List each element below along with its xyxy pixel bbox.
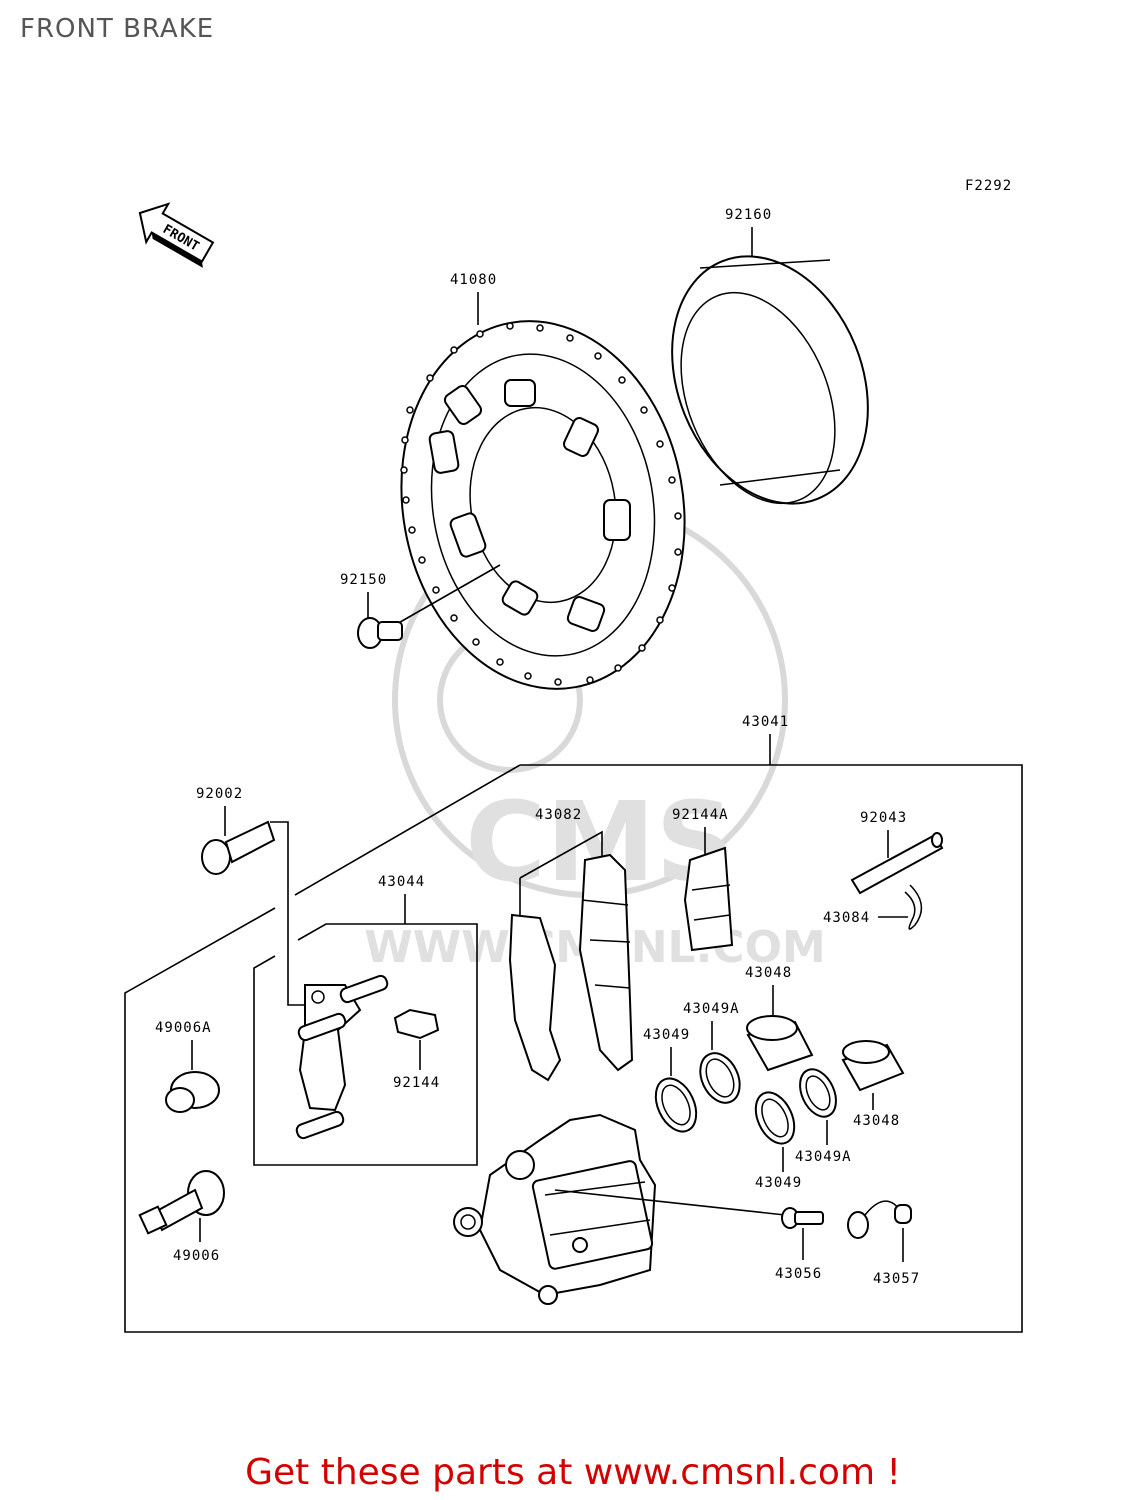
label-43048-bottom: 43048: [853, 1113, 900, 1129]
front-direction-arrow: FRONT: [138, 202, 215, 268]
brake-pads-43082: [508, 853, 634, 1082]
pin-clip-43084: [904, 884, 923, 930]
page-title: FRONT BRAKE: [20, 14, 215, 44]
label-43082: 43082: [535, 807, 582, 823]
label-43049A-top: 43049A: [683, 1001, 740, 1017]
piston-43048-upper: [746, 1015, 814, 1072]
label-43044: 43044: [378, 874, 425, 890]
label-92144: 92144: [393, 1075, 440, 1091]
label-43084: 43084: [823, 910, 870, 926]
label-43049-bottom: 43049: [755, 1175, 802, 1191]
bleeder-screw-43056: [781, 1207, 824, 1229]
pad-pin-92043: [850, 832, 944, 895]
figure-code: F2292: [965, 178, 1012, 194]
label-43041: 43041: [742, 714, 789, 730]
seal-43049-lower: [754, 1091, 796, 1145]
label-92043: 92043: [860, 810, 907, 826]
label-92150: 92150: [340, 572, 387, 588]
seal-43049A-upper: [699, 1052, 741, 1104]
seal-43049-upper: [654, 1077, 698, 1133]
seal-43049A-lower: [799, 1068, 837, 1118]
caliper-body: [453, 1113, 657, 1305]
label-43056: 43056: [775, 1266, 822, 1282]
label-43049-top: 43049: [643, 1027, 690, 1043]
label-43048-top: 43048: [745, 965, 792, 981]
disc-bolt-92150: [357, 617, 403, 649]
label-41080: 41080: [450, 272, 497, 288]
pad-shim-92144A: [683, 846, 734, 952]
bleed-valve-49006: [138, 1170, 225, 1235]
dust-cover-49006A: [165, 1071, 220, 1113]
piston-43048-lower: [841, 1040, 905, 1092]
pad-spring-92144: [393, 1008, 440, 1040]
exploded-parts-diagram: CMS WWW.CMSNL.COM FRONT F2292 92160 4108…: [124, 178, 1023, 1333]
caliper-bracket-43044: [295, 974, 389, 1140]
label-92160: 92160: [725, 207, 772, 223]
brake-disc-41080: [400, 320, 686, 690]
label-49006A: 49006A: [155, 1020, 212, 1036]
label-92144A: 92144A: [672, 807, 729, 823]
label-49006: 49006: [173, 1248, 220, 1264]
label-43057: 43057: [873, 1271, 920, 1287]
label-43049A-bottom: 43049A: [795, 1149, 852, 1165]
label-92002: 92002: [196, 786, 243, 802]
bleeder-cap-43057: [847, 1200, 912, 1239]
collar-92160: [671, 255, 869, 505]
caliper-bolt-92002: [201, 820, 276, 875]
caliper-assembly-outline: [124, 764, 1023, 1333]
footer-cta-link[interactable]: Get these parts at www.cmsnl.com !: [245, 1452, 901, 1493]
